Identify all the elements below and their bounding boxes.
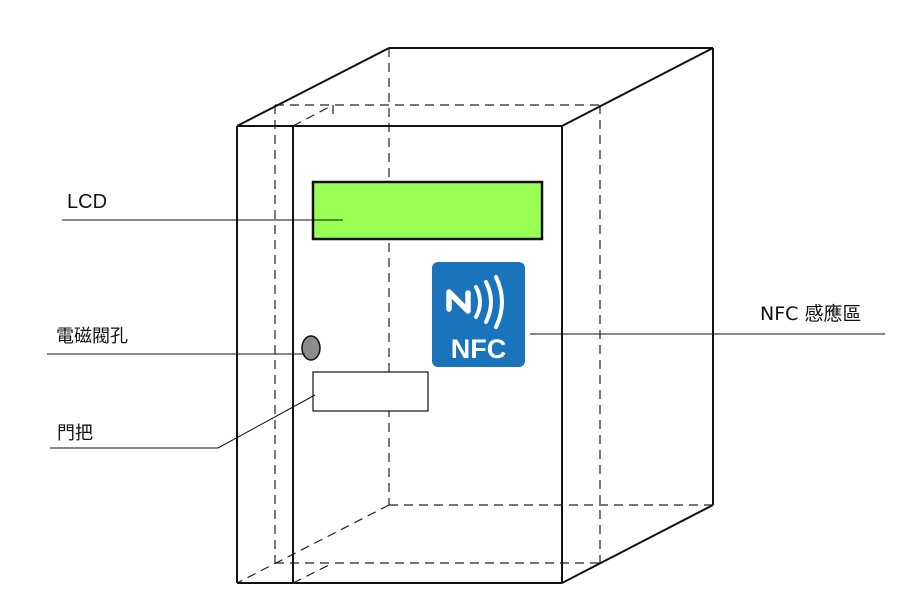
door-handle xyxy=(312,371,429,412)
lock-hole xyxy=(301,335,321,361)
nfc-badge-text: NFC xyxy=(451,334,507,364)
leader-line-door-handle-diagonal xyxy=(217,394,316,449)
hidden-edge-back-diagonal xyxy=(236,504,390,584)
edge-top-right xyxy=(561,47,714,127)
label-door-handle: 門把 xyxy=(57,423,93,444)
lcd-screen xyxy=(311,180,544,241)
edge-bottom-right xyxy=(561,504,714,584)
hidden-edge-door-diagonal xyxy=(292,104,334,127)
label-lcd: LCD xyxy=(67,191,108,213)
hidden-edge-door-bottom xyxy=(292,562,334,584)
nfc-badge: NFC xyxy=(432,262,525,367)
label-nfc-area: NFC 感應區 xyxy=(760,303,862,325)
nfc-wave-icon xyxy=(446,275,504,329)
hidden-edges xyxy=(236,48,713,584)
label-lock-hole: 電磁閥孔 xyxy=(56,326,128,347)
edge-top-left xyxy=(236,47,390,127)
leader-lines xyxy=(47,219,885,449)
